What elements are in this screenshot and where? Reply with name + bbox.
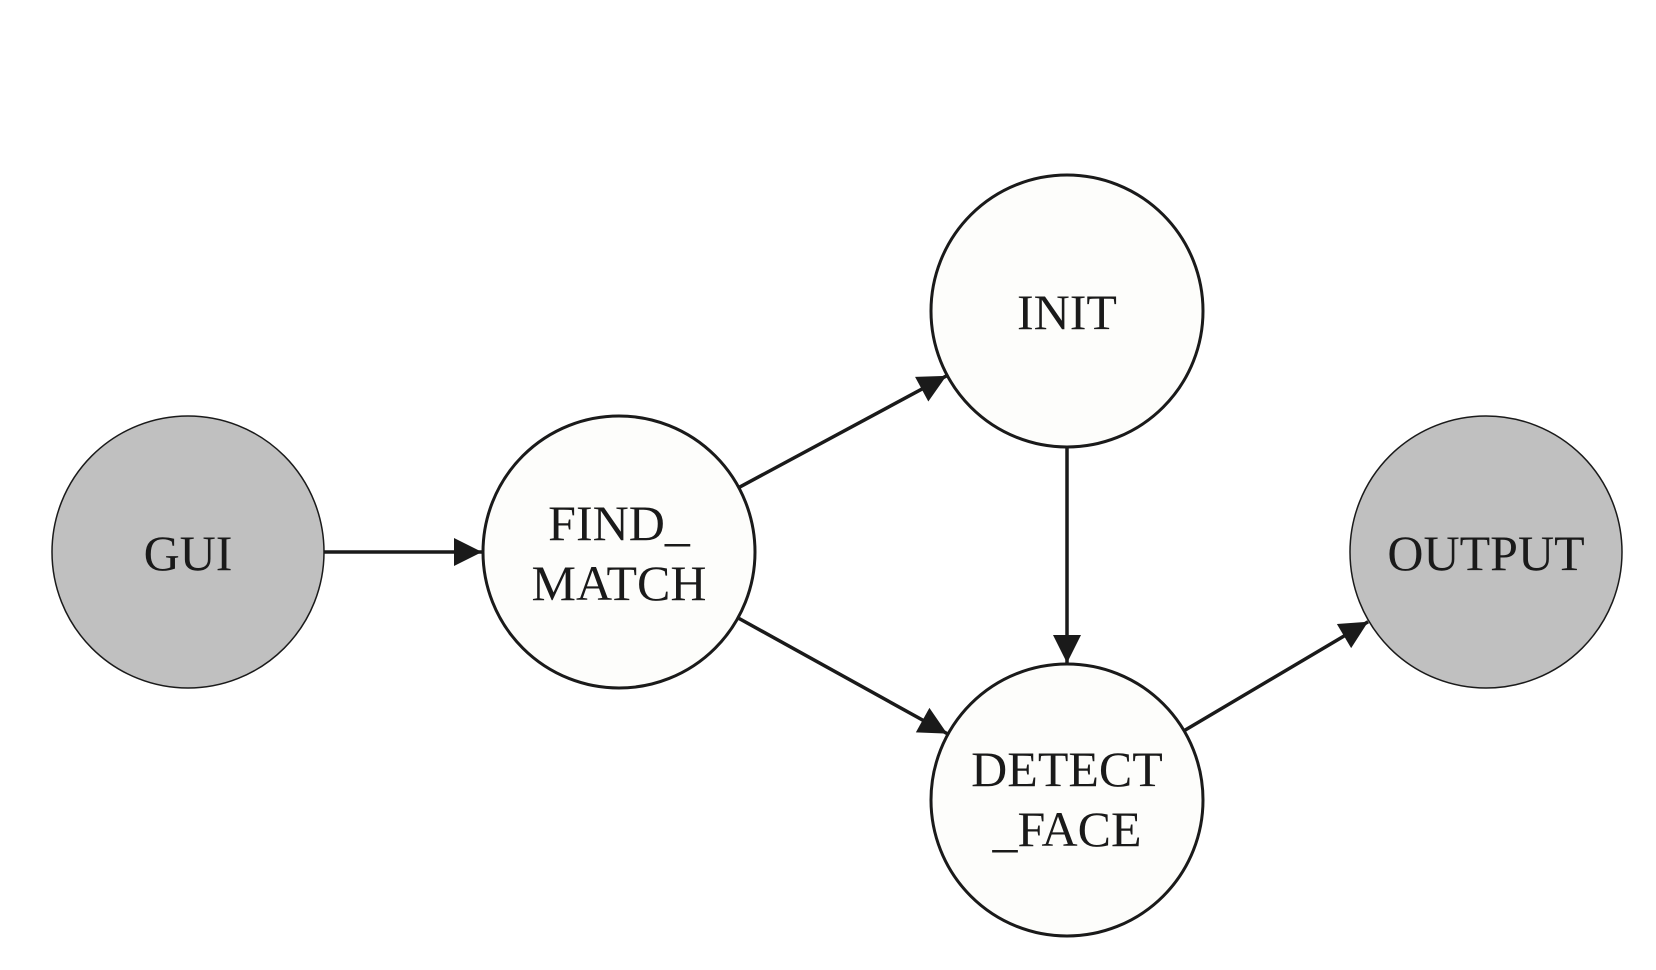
node-find-match-label-line1: FIND_	[548, 495, 691, 551]
node-init-circle	[929, 173, 1205, 449]
node-gui-label: GUI	[144, 525, 233, 581]
node-detect-face-label-line1: DETECT	[971, 741, 1163, 797]
edges	[324, 374, 1369, 736]
node-find-match-circle	[481, 414, 757, 690]
node-find-match: FIND_ MATCH	[481, 414, 757, 690]
edge-find-match-to-detect-face	[737, 616, 948, 736]
node-find-match-label-line2: MATCH	[531, 555, 706, 611]
node-output-circle	[1349, 415, 1623, 689]
node-gui: GUI	[51, 415, 325, 689]
node-detect-face-label-line2: _FACE	[991, 801, 1141, 857]
node-output: OUTPUT	[1349, 415, 1623, 689]
edge-find-match-to-init	[737, 374, 948, 490]
node-detect-face-circle	[929, 662, 1205, 938]
node-gui-circle	[51, 415, 325, 689]
edge-detect-face-to-output	[1183, 620, 1369, 733]
node-init-label: INIT	[1017, 284, 1117, 340]
node-init: INIT	[929, 173, 1205, 449]
node-output-label: OUTPUT	[1387, 525, 1584, 581]
node-detect-face: DETECT _FACE	[929, 662, 1205, 938]
